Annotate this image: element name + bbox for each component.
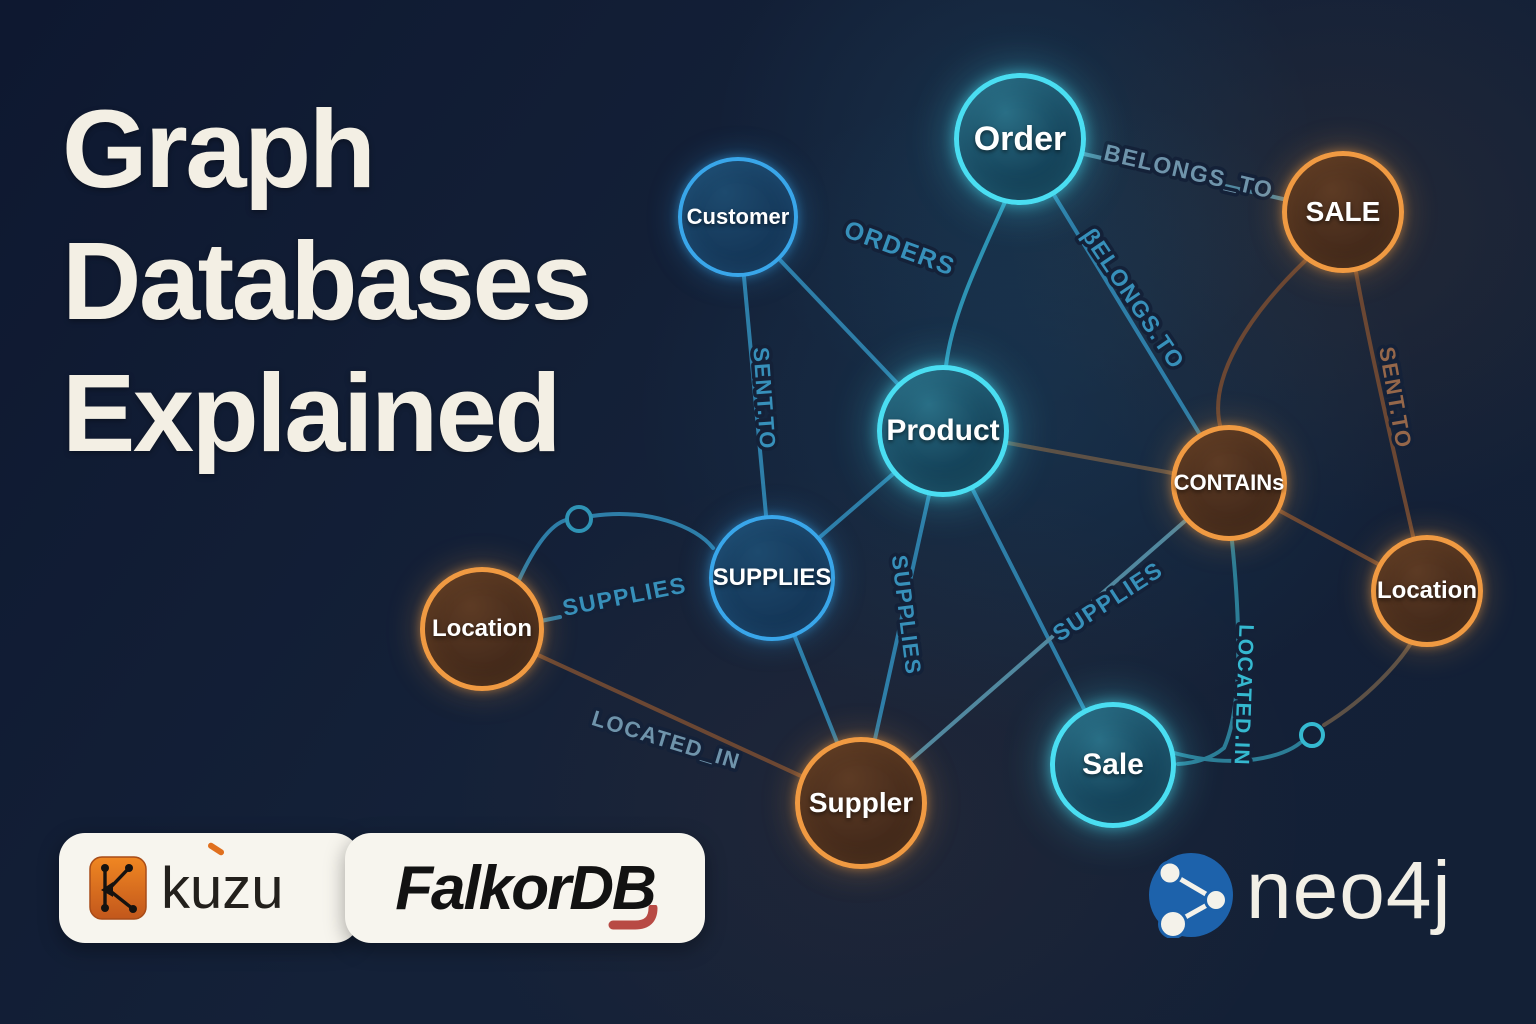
kuzu-wordmark-text: kuzu — [161, 855, 284, 921]
graph-edge — [1322, 636, 1416, 727]
graph-edge — [1052, 193, 1201, 435]
edge-ring-dot — [565, 505, 593, 533]
graph-edge — [1176, 539, 1241, 766]
falkordb-swoosh-icon — [608, 905, 658, 930]
falkordb-logo-card: FalkorDB — [345, 833, 705, 943]
poster-title: Graph Databases Explained — [62, 84, 592, 480]
edge-label-sent-to: SENT.TO — [748, 346, 780, 451]
graph-edge — [1354, 270, 1415, 538]
graph-edge — [590, 512, 715, 550]
graph-edge — [944, 200, 1007, 368]
graph-edge — [909, 519, 1187, 762]
node-label: Suppler — [808, 787, 914, 818]
node-sale-lower: Sale — [1050, 702, 1176, 828]
node-label: Location — [1377, 577, 1477, 604]
edge-label-supplies: SUPPLIES — [560, 571, 688, 621]
graph-edge — [1172, 741, 1302, 763]
falkordb-wordmark: FalkorDB — [395, 853, 657, 923]
edge-label-located-in: LOCATED.IN — [1230, 624, 1258, 766]
node-label: Order — [973, 119, 1067, 158]
kuzu-accent-mark — [206, 841, 226, 856]
graph-edge — [778, 258, 899, 385]
node-location-right: Location — [1371, 535, 1483, 647]
node-customer: Customer — [678, 157, 798, 277]
title-line-1: Graph — [62, 88, 376, 211]
node-order: Order — [954, 73, 1086, 205]
node-label: Location — [432, 615, 532, 642]
kuzu-wordmark: kuzu — [161, 841, 284, 922]
node-supplies-node: SUPPLIES — [709, 515, 835, 641]
node-contains: CONTAINs — [1171, 425, 1287, 541]
neo4j-wordmark: neo4j — [1246, 845, 1452, 936]
graph-edge — [536, 653, 803, 778]
kuzu-logo-card: kuzu — [59, 833, 360, 943]
graph-edge — [1278, 509, 1380, 566]
node-label: Sale — [1082, 748, 1144, 781]
graph-edge — [1082, 152, 1285, 201]
edge-ring-dot — [1299, 722, 1325, 748]
node-location-left: Location — [420, 567, 544, 691]
node-label: CONTAINs — [1173, 470, 1285, 495]
neo4j-icon — [1149, 853, 1233, 938]
graph-edge — [1216, 259, 1307, 431]
edge-label-belongs-to: BELONGS_TO — [1102, 139, 1276, 203]
node-sale-upper: SALE — [1282, 151, 1404, 273]
node-label: SUPPLIES — [712, 564, 832, 591]
title-line-3: Explained — [62, 352, 562, 475]
graph-edge — [971, 488, 1086, 711]
graph-edge — [742, 275, 768, 517]
graph-edge — [818, 472, 895, 539]
node-supplier: Suppler — [795, 737, 927, 869]
title-line-2: Databases — [62, 220, 592, 343]
graph-edge — [793, 635, 839, 744]
graph-edge — [517, 518, 568, 582]
node-label: Customer — [686, 204, 790, 229]
edge-label-orders: ORDERS — [840, 215, 959, 281]
kuzu-icon — [89, 856, 147, 920]
edge-label-supplies: SUPPLIES — [1048, 556, 1168, 646]
node-label: Product — [886, 414, 1000, 447]
node-label: SALE — [1305, 196, 1381, 227]
graph-edge — [873, 493, 931, 741]
graph-edge — [1006, 441, 1174, 475]
neo4j-logo: neo4j — [1148, 845, 1452, 938]
edge-label--elongs-to: βELONGS.TO — [1077, 223, 1190, 374]
node-product: Product — [877, 365, 1009, 497]
